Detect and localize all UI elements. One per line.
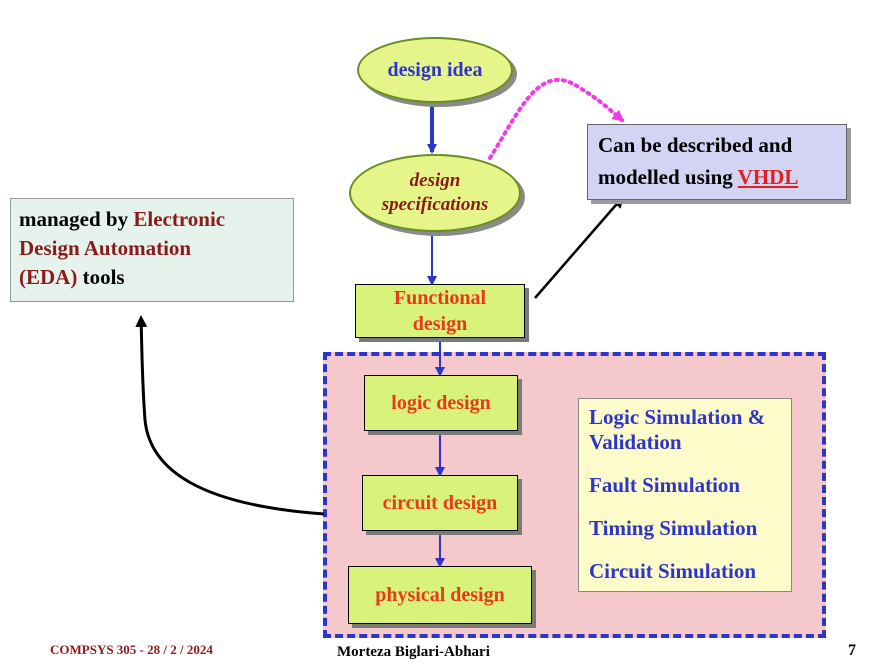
- vhdl-note-line2: modelled using: [598, 165, 738, 189]
- design-specifications-node: design specifications: [349, 154, 521, 232]
- logic-design-label: logic design: [391, 391, 491, 414]
- eda-term-2: Design Automation: [19, 236, 192, 260]
- circuit-design-label: circuit design: [382, 491, 498, 514]
- eda-note-suffix: tools: [77, 265, 125, 289]
- functional-label-2: design: [412, 313, 468, 335]
- functional-label-1: Functional: [393, 287, 487, 309]
- arrow-functional-to-vhdl: [534, 195, 624, 299]
- physical-design-node: physical design: [348, 566, 532, 624]
- footer-course: COMPSYS 305 - 28 / 2 / 2024: [50, 642, 213, 657]
- vhdl-term: VHDL: [737, 165, 799, 189]
- simulation-list: Logic Simulation & Validation Fault Simu…: [578, 398, 792, 592]
- eda-term-3: (EDA): [19, 265, 78, 289]
- arrow-region-to-eda: [135, 315, 325, 516]
- simulation-item: Logic Simulation & Validation: [589, 405, 766, 454]
- footer-page-number: 7: [848, 642, 856, 659]
- design-spec-label-1: design: [409, 170, 461, 191]
- vhdl-note-line1: Can be described and: [598, 133, 793, 157]
- simulation-item: Fault Simulation: [589, 473, 741, 497]
- logic-design-node: logic design: [364, 375, 518, 431]
- design-idea-label: design idea: [387, 58, 483, 81]
- physical-design-label: physical design: [375, 583, 505, 606]
- design-spec-label-2: specifications: [381, 194, 489, 215]
- eda-note: managed by Electronic Design Automation …: [10, 198, 294, 302]
- design-idea-node: design idea: [357, 37, 513, 103]
- circuit-design-node: circuit design: [362, 475, 518, 531]
- simulation-item: Timing Simulation: [589, 516, 758, 540]
- eda-term-1: Electronic: [133, 207, 226, 231]
- simulation-item: Circuit Simulation: [589, 559, 757, 583]
- vhdl-note: Can be described and modelled using VHDL: [587, 124, 847, 200]
- functional-design-node: Functional design: [355, 284, 525, 338]
- footer-author: Morteza Biglari-Abhari: [337, 644, 490, 660]
- eda-note-prefix: managed by: [19, 207, 134, 231]
